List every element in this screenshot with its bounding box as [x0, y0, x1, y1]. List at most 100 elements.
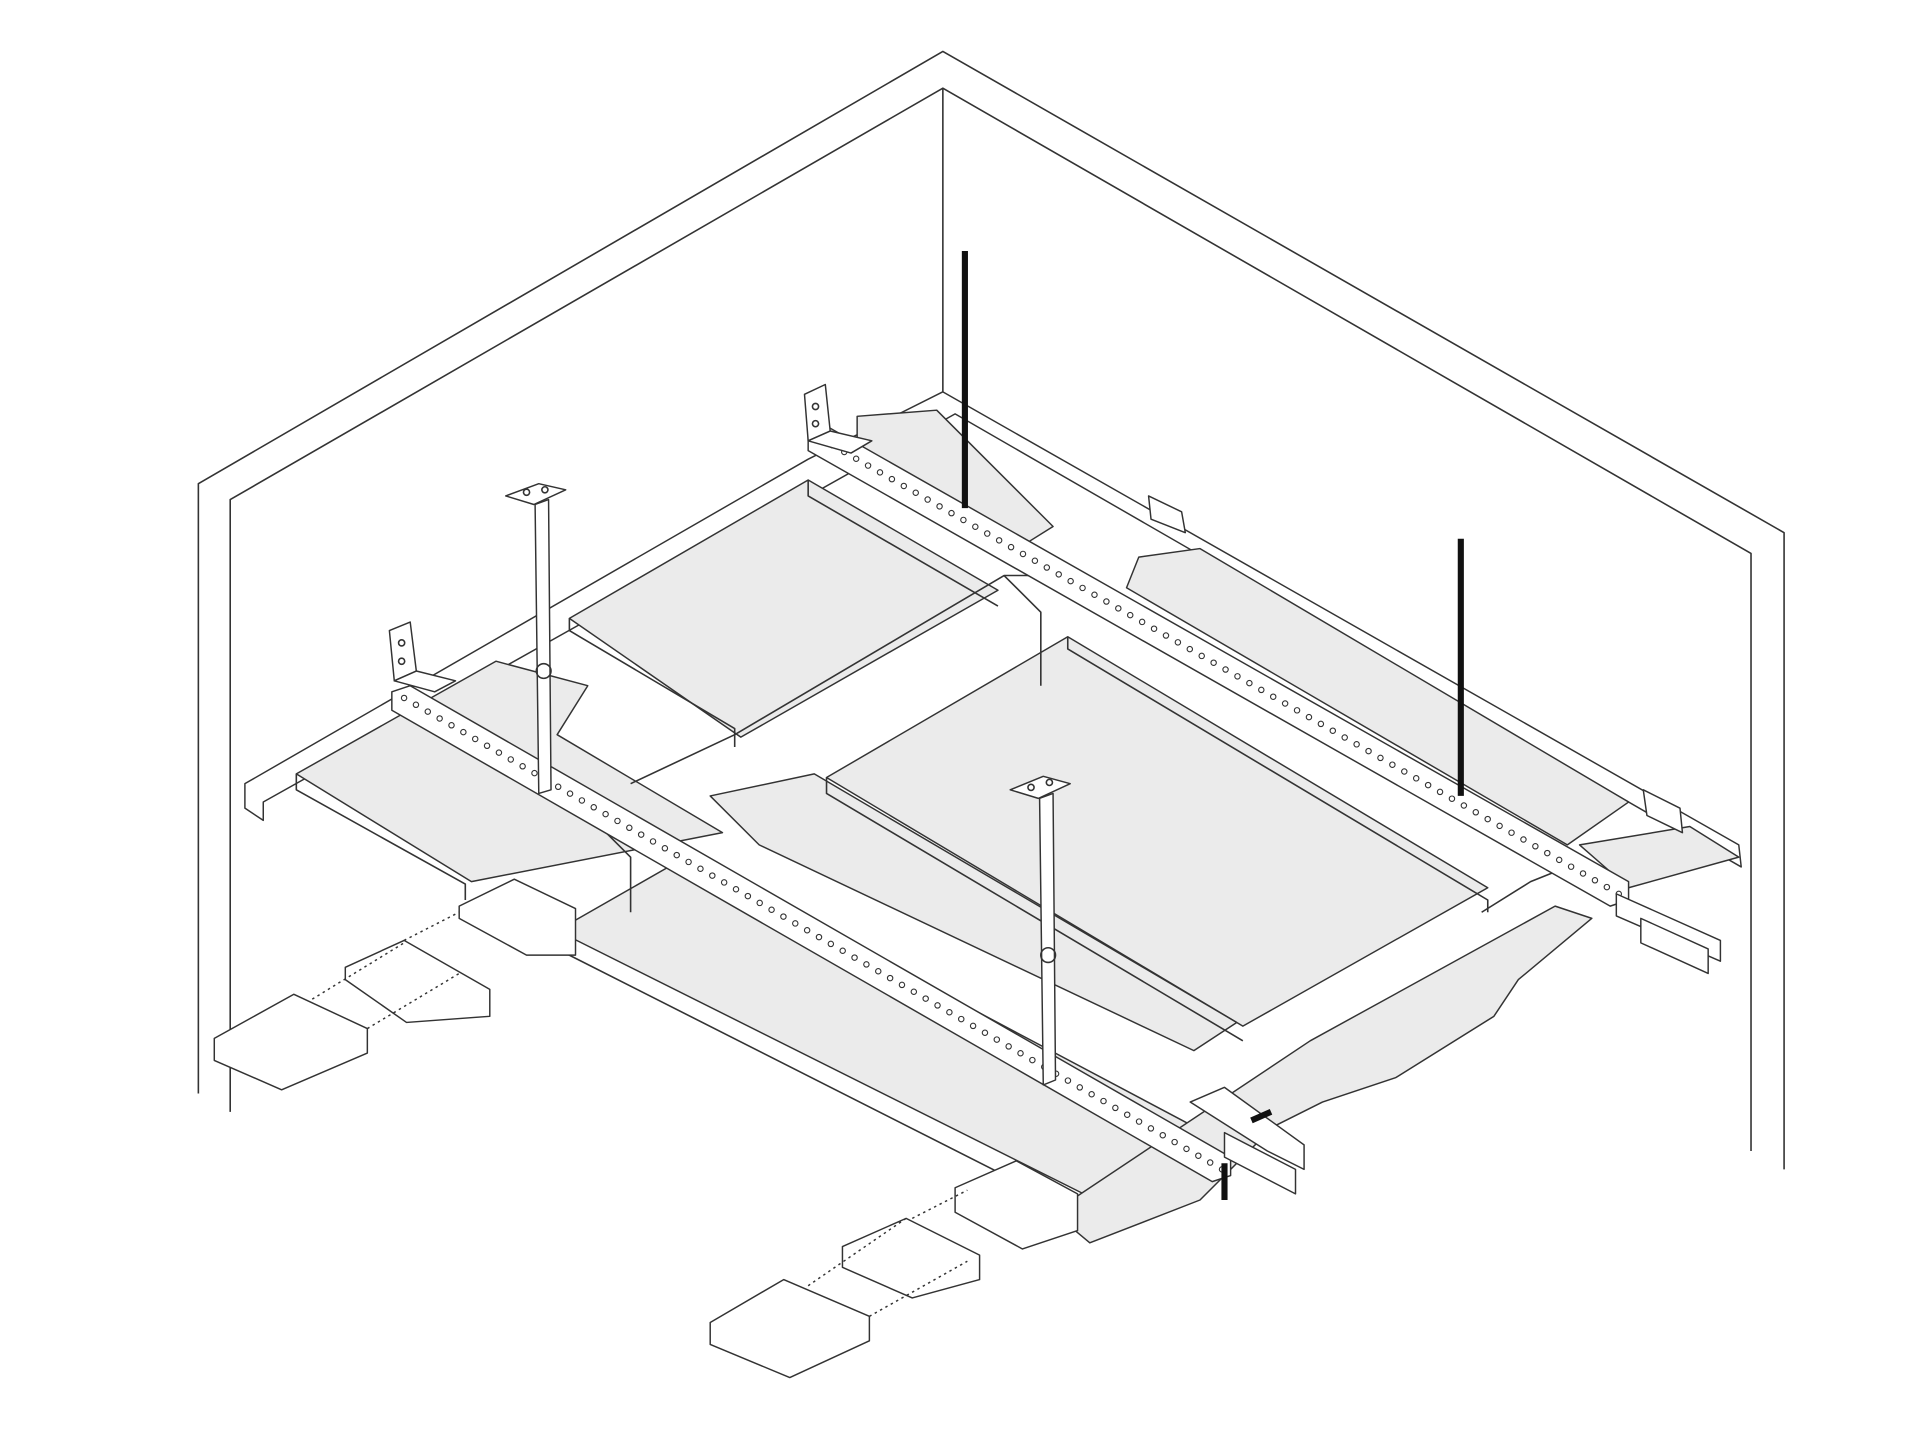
perforation-hole	[649, 838, 657, 845]
perforation-hole	[1579, 870, 1587, 877]
perforation-hole	[1401, 768, 1408, 775]
perforation-hole	[1424, 781, 1432, 789]
panel-center	[825, 636, 1489, 1027]
perforation-hole	[946, 1009, 953, 1016]
perforation-hole	[936, 503, 943, 510]
room-walls	[197, 50, 1785, 1170]
perforation-hole	[471, 735, 479, 743]
perforation-hole	[1508, 829, 1515, 836]
perforation-hole	[1147, 1125, 1155, 1132]
perforation-hole	[602, 810, 609, 818]
perforation-hole	[886, 974, 894, 982]
perforated-main-rail-front	[391, 684, 1232, 1183]
perforation-hole	[732, 886, 740, 893]
perforation-hole	[957, 1015, 965, 1023]
perforation-hole	[1183, 1145, 1190, 1153]
vertical-hanger-left	[504, 482, 567, 795]
perforation-hole	[1017, 1049, 1024, 1057]
perforation-hole	[875, 968, 882, 975]
perforation-hole	[864, 462, 872, 469]
perforation-hole	[1206, 1159, 1214, 1166]
perforation-hole	[1520, 836, 1527, 843]
perforation-hole	[673, 851, 680, 859]
perforation-hole	[815, 933, 823, 941]
perforation-hole	[852, 455, 860, 463]
perforation-hole	[863, 961, 870, 968]
perforation-hole	[910, 988, 918, 995]
perforation-hole	[1043, 564, 1051, 571]
perforation-hole	[900, 482, 908, 490]
perforation-hole	[590, 804, 597, 811]
perforation-hole	[981, 1029, 989, 1036]
panel-right	[1125, 547, 1630, 846]
perforation-hole	[1222, 666, 1229, 673]
perforation-hole	[1007, 543, 1015, 551]
perforation-hole	[888, 475, 896, 483]
perforation-hole	[1258, 686, 1265, 694]
perforation-hole	[697, 865, 704, 873]
perforation-hole	[661, 845, 669, 852]
perforation-hole	[637, 831, 645, 838]
c-channel-profiles-bottom	[709, 1160, 1079, 1379]
panel-center-left	[709, 773, 1238, 1052]
perforation-hole	[1532, 843, 1539, 850]
perforation-hole	[1412, 775, 1420, 782]
perforation-hole	[412, 701, 420, 709]
perforation-hole	[1246, 679, 1253, 687]
perforation-hole	[614, 817, 621, 825]
perforation-hole	[983, 530, 991, 537]
perforation-hole	[1138, 618, 1146, 626]
perforation-hole	[898, 981, 906, 989]
perforation-hole	[827, 940, 835, 948]
perforation-hole	[1135, 1118, 1143, 1125]
perforation-hole	[1079, 584, 1086, 592]
perforation-hole	[876, 469, 884, 476]
perforation-hole	[1210, 659, 1217, 666]
perforation-hole	[1186, 645, 1194, 653]
perforation-hole	[1293, 707, 1301, 714]
perforation-hole	[1115, 605, 1122, 612]
perforation-hole	[924, 496, 931, 503]
perforation-hole	[993, 1036, 1001, 1043]
threaded-rods	[961, 251, 1464, 796]
vertical-hanger-right	[1009, 775, 1071, 1086]
perforation-hole	[1103, 598, 1110, 605]
perforation-hole	[912, 489, 919, 497]
perforation-hole	[839, 947, 846, 954]
perforation-hole	[1234, 673, 1241, 680]
perforation-hole	[1389, 761, 1396, 768]
perforation-hole	[436, 715, 443, 722]
perforation-hole	[995, 537, 1003, 544]
perforation-hole	[1067, 577, 1074, 585]
perforation-hole	[1281, 700, 1289, 707]
wall-bracket-right	[1642, 789, 1684, 834]
perforation-hole	[1472, 809, 1480, 816]
perforation-hole	[626, 824, 633, 832]
perforation-hole	[1112, 1104, 1119, 1112]
perforation-hole	[531, 769, 538, 777]
perforation-hole	[554, 783, 562, 791]
perforation-hole	[1305, 713, 1313, 721]
perforation-hole	[948, 509, 955, 517]
wall-bracket-right-top	[1147, 495, 1187, 534]
perforation-hole	[1055, 571, 1062, 578]
rail-connector-right	[1615, 893, 1722, 975]
perforation-hole	[1317, 720, 1325, 728]
perforation-hole	[1436, 788, 1444, 796]
perforation-hole	[960, 516, 967, 524]
perforation-hole	[780, 913, 787, 920]
perforation-hole	[744, 892, 752, 900]
wall-bracket-back	[803, 383, 873, 454]
perforation-hole	[1031, 557, 1039, 564]
perforation-hole	[1269, 693, 1277, 700]
perforation-hole	[1029, 1056, 1036, 1064]
perforation-hole	[1005, 1043, 1012, 1050]
perforation-hole	[566, 790, 574, 797]
perforation-hole	[1159, 1131, 1167, 1139]
perforation-hole	[1100, 1097, 1107, 1105]
rail-connector-front	[1189, 1086, 1305, 1200]
perforation-hole	[972, 523, 979, 530]
perforation-hole	[1341, 734, 1348, 741]
perforation-hole	[969, 1022, 977, 1030]
